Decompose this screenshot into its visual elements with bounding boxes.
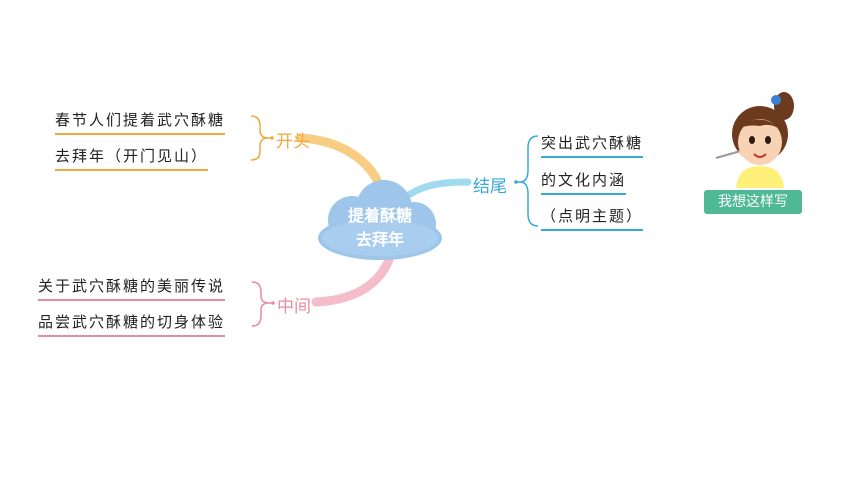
bracket-kaitou <box>250 115 269 161</box>
center-topic-line-1: 提着酥糖 <box>347 206 412 225</box>
bracket-zhongjian <box>251 281 270 327</box>
branch-label-jiewei: 结尾 <box>473 177 507 197</box>
jiewei-line-1: 突出武穴酥糖 <box>541 132 644 158</box>
branch-label-kaitou: 开头 <box>276 132 310 152</box>
svg-text:.: . <box>60 22 61 27</box>
idea-badge: 我想这样写 <box>704 190 802 214</box>
cloud-icon <box>318 180 442 260</box>
zhongjian-line-2: 品尝武穴酥糖的切身体验 <box>38 311 226 337</box>
jiewei-line-2: 的文化内涵 <box>541 169 627 195</box>
center-topic: 提着酥糖 去拜年 <box>318 204 442 252</box>
branch-label-zhongjian: 中间 <box>277 297 311 317</box>
zhongjian-line-1: 关于武穴酥糖的美丽传说 <box>38 275 226 301</box>
jiewei-line-3: （点明主题） <box>541 205 644 231</box>
connector-kaitou <box>295 133 387 197</box>
bracket-jiewei <box>519 135 539 227</box>
girl-with-fork-icon <box>715 92 794 188</box>
kaitou-line-2: 去拜年（开门见山） <box>55 145 209 171</box>
kaitou-line-1: 春节人们提着武穴酥糖 <box>55 109 226 135</box>
connector-jiewei <box>398 178 472 204</box>
center-topic-line-2: 去拜年 <box>355 230 404 249</box>
